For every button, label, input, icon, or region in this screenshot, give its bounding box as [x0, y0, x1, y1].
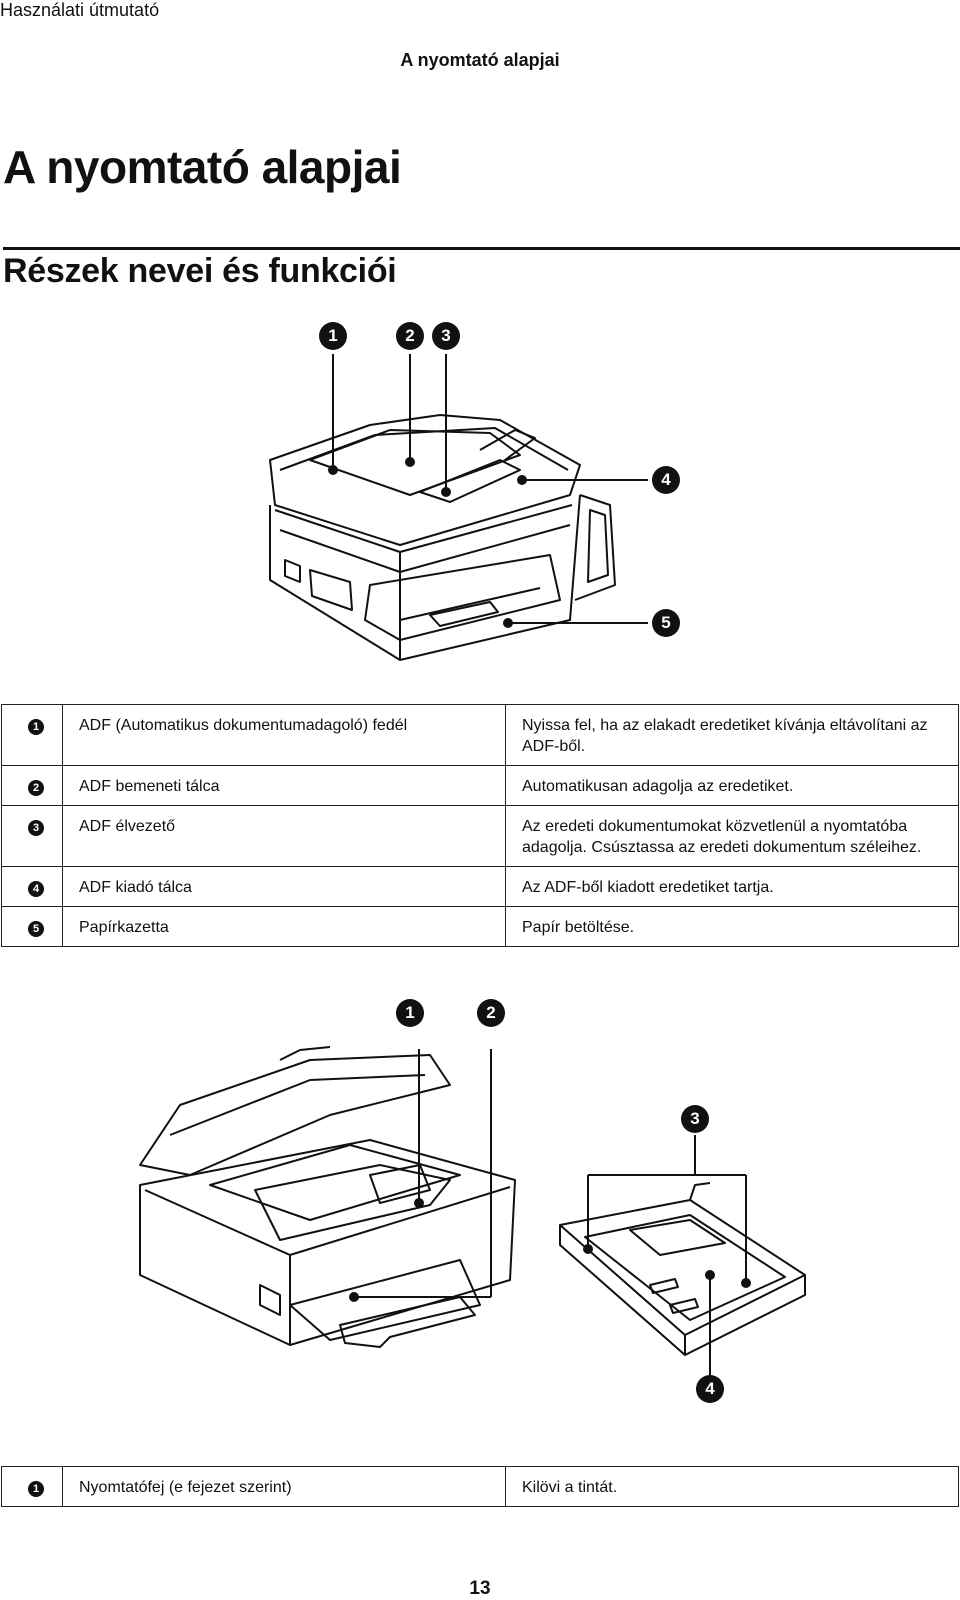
table-row: 1 ADF (Automatikus dokumentumadagoló) fe…: [1, 704, 959, 766]
row-number-badge: 1: [28, 719, 44, 735]
part-name: Papírkazetta: [62, 906, 506, 947]
callout-badge-2: 2: [477, 999, 505, 1027]
printer-front-illustration: 1 2 3 4 5: [250, 320, 710, 680]
running-head: A nyomtató alapjai: [400, 50, 560, 70]
part-name: Nyomtatófej (e fejezet szerint): [62, 1466, 506, 1507]
part-name: ADF bemeneti tálca: [62, 765, 506, 806]
table-row: 3 ADF élvezető Az eredeti dokumentumokat…: [1, 805, 959, 867]
table-row: 2 ADF bemeneti tálca Automatikusan adago…: [1, 765, 959, 806]
part-name: ADF élvezető: [62, 805, 506, 867]
callout-badge-3: 3: [432, 322, 460, 350]
part-description: Az eredeti dokumentumokat közvetlenül a …: [505, 805, 959, 867]
callout-badge-1: 1: [319, 322, 347, 350]
parts-table-1: 1 ADF (Automatikus dokumentumadagoló) fe…: [1, 704, 959, 947]
row-number-badge: 4: [28, 881, 44, 897]
part-description: Nyissa fel, ha az elakadt eredetiket kív…: [505, 704, 959, 766]
callout-badge-5: 5: [652, 609, 680, 637]
row-number-badge: 5: [28, 921, 44, 937]
callout-badge-4: 4: [652, 466, 680, 494]
part-name: ADF kiadó tálca: [62, 866, 506, 907]
callout-badge-4: 4: [696, 1375, 724, 1403]
section-title: Részek nevei és funkciói: [3, 252, 397, 290]
part-description: Papír betöltése.: [505, 906, 959, 947]
chapter-title: A nyomtató alapjai: [3, 141, 402, 193]
callout-badge-2: 2: [396, 322, 424, 350]
part-description: Automatikusan adagolja az eredetiket.: [505, 765, 959, 806]
callout-badge-3: 3: [681, 1105, 709, 1133]
row-number-badge: 3: [28, 820, 44, 836]
page-number: 13: [469, 1578, 491, 1599]
row-number-badge: 1: [28, 1481, 44, 1497]
section-rule: [3, 247, 960, 250]
part-name: ADF (Automatikus dokumentumadagoló) fedé…: [62, 704, 506, 766]
part-description: Kilövi a tintát.: [505, 1466, 959, 1507]
printer-open-illustration: 1 2 3 4: [130, 999, 830, 1435]
table-row: 1 Nyomtatófej (e fejezet szerint) Kilövi…: [1, 1466, 959, 1507]
parts-table-2: 1 Nyomtatófej (e fejezet szerint) Kilövi…: [1, 1466, 959, 1507]
table-row: 4 ADF kiadó tálca Az ADF-ből kiadott ere…: [1, 866, 959, 907]
part-description: Az ADF-ből kiadott eredetiket tartja.: [505, 866, 959, 907]
document-title: Használati útmutató: [0, 0, 160, 20]
row-number-badge: 2: [28, 780, 44, 796]
table-row: 5 Papírkazetta Papír betöltése.: [1, 906, 959, 947]
callout-badge-1: 1: [396, 999, 424, 1027]
